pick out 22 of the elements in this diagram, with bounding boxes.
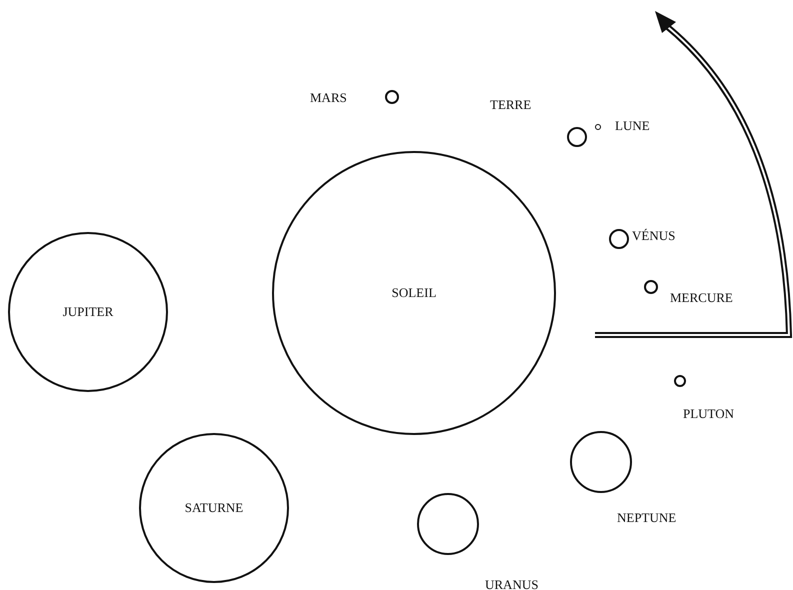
- planet-name: SATURNE: [184, 500, 244, 516]
- small-planet-circle: [674, 375, 686, 387]
- small-planet-circle: [570, 431, 632, 493]
- planet-name: PLUTON: [683, 407, 734, 420]
- planet-circle: [8, 232, 168, 392]
- planet-name: JUPITER: [62, 304, 114, 320]
- small-planet-circle: [644, 280, 658, 294]
- planet-name: VÉNUS: [632, 229, 676, 242]
- planet-name: LUNE: [615, 119, 650, 132]
- planet-name: MERCURE: [670, 291, 733, 304]
- planet-name: TERRE: [490, 98, 532, 111]
- small-planet-circle: [417, 493, 479, 555]
- planet-name: SOLEIL: [392, 285, 436, 301]
- planet-name: URANUS: [485, 578, 538, 590]
- planet-circle: [272, 151, 556, 435]
- planet-circle: [139, 433, 289, 583]
- small-planet-circle: [609, 229, 629, 249]
- planet-name: NEPTUNE: [617, 511, 676, 524]
- small-planet-circle: [595, 124, 601, 130]
- planet-name: MARS: [310, 91, 347, 104]
- small-planet-circle: [567, 127, 587, 147]
- small-planet-circle: [385, 90, 399, 104]
